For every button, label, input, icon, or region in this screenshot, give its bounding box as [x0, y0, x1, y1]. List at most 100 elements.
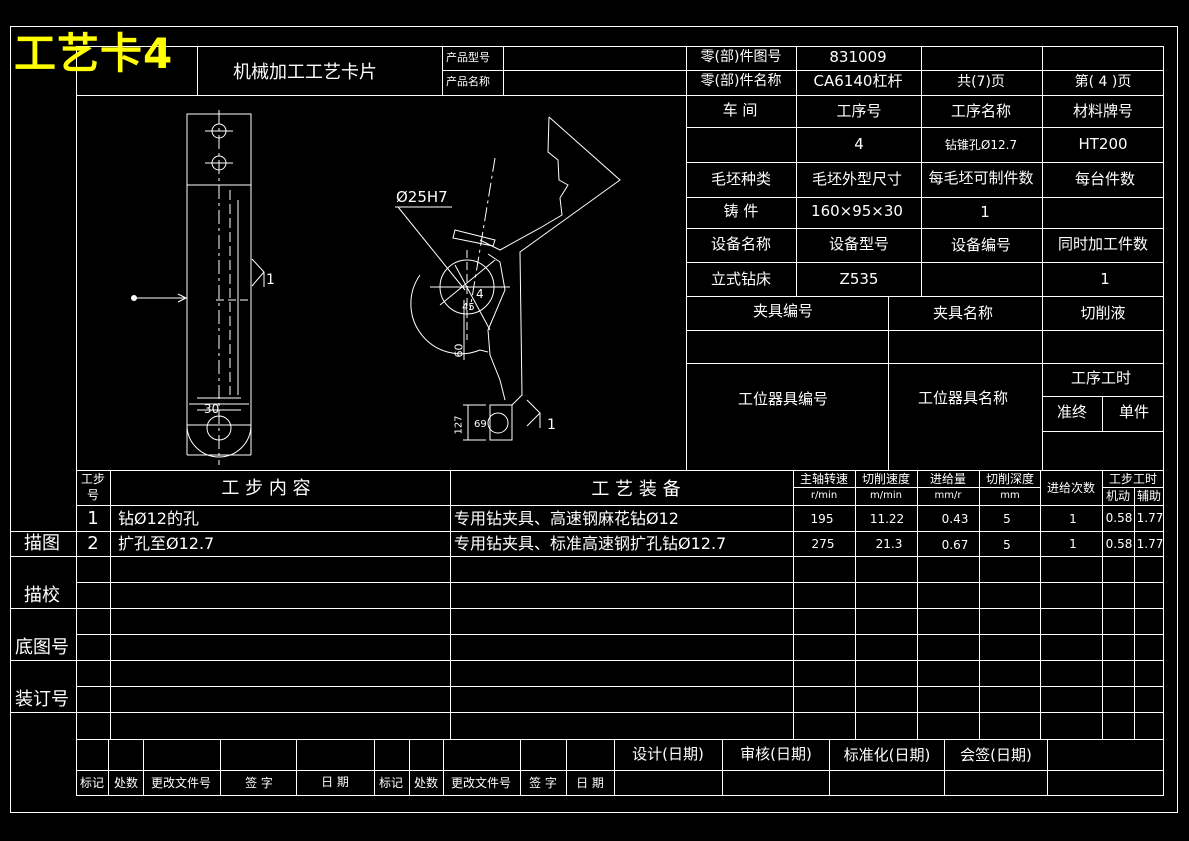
mark-label: 标记 [79, 776, 105, 790]
fixture-name-label: 夹具名称 [932, 304, 994, 322]
equipment-model: Z535 [839, 270, 879, 288]
machine-time-label: 机动 [1105, 489, 1131, 503]
product-name-label: 产品名称 [446, 75, 490, 88]
binding-no-label: 装订号 [15, 689, 69, 710]
equipment-model-label: 设备型号 [828, 235, 890, 253]
equipment-name-label: 设备名称 [710, 235, 772, 253]
date-label: 日 期 [321, 775, 349, 789]
step-time-label: 工步工时 [1108, 472, 1158, 486]
process-no-label: 工序号 [836, 102, 882, 120]
aux-time-label: 辅助 [1136, 489, 1162, 503]
step-speed: 275 [811, 537, 835, 551]
dim-60: 60 [452, 343, 466, 358]
dim-127: 127 [453, 415, 465, 435]
change-doc-label: 更改文件号 [150, 776, 212, 790]
coolant-label: 切削液 [1080, 304, 1126, 322]
change-doc-label-2: 更改文件号 [450, 776, 512, 790]
step-cut-speed: 11.22 [869, 512, 905, 526]
step-passes: 1 [1069, 537, 1077, 551]
trace-label: 描图 [24, 533, 60, 554]
per-blank-label: 每毛坯可制件数 [928, 169, 1034, 187]
date-label-2: 日 期 [576, 776, 604, 790]
blank-size-label: 毛坯外型尺寸 [811, 170, 903, 188]
station-tool-name-label: 工位器具名称 [917, 389, 1009, 407]
per-machine-label: 每台件数 [1074, 170, 1136, 188]
mark-label-2: 标记 [378, 776, 404, 790]
sign-label: 签 字 [245, 776, 273, 790]
step-depth: 5 [1003, 512, 1011, 526]
depth-unit: mm [1000, 490, 1020, 501]
passes-label: 进给次数 [1046, 481, 1096, 495]
process-no: 4 [854, 135, 864, 153]
step-content-label: 工 步 内 容 [221, 478, 311, 499]
step-no: 1 [87, 508, 99, 529]
process-name-label: 工序名称 [950, 102, 1012, 120]
step-no-label-1: 工步 [80, 472, 106, 486]
step-depth: 5 [1003, 538, 1011, 552]
dim-25h7: Ø25H7 [396, 188, 448, 206]
label-4: 4 [476, 287, 484, 301]
countersign-label: 会签(日期) [960, 746, 1032, 764]
depth-label: 切削深度 [985, 472, 1035, 486]
simultaneous-label: 同时加工件数 [1057, 235, 1149, 253]
spindle-speed-label: 主轴转速 [799, 472, 849, 486]
step-machine-time: 0.58 [1105, 537, 1133, 551]
blank-type: 铸 件 [723, 202, 759, 220]
part-name-label: 零(部)件名称 [700, 73, 782, 89]
label-45: 45 [462, 302, 475, 313]
workshop-label: 车 间 [722, 101, 758, 119]
step-aux-time: 1.77 [1136, 537, 1164, 551]
step-speed: 195 [810, 512, 834, 526]
material-label: 材料牌号 [1072, 102, 1134, 120]
check-label: 描校 [24, 585, 60, 606]
product-model-label: 产品型号 [446, 51, 490, 64]
step-aux-time: 1.77 [1136, 511, 1164, 525]
station-tool-no-label: 工位器具编号 [737, 390, 829, 408]
page-number: 第( 4 )页 [1074, 74, 1132, 90]
equipment-no-label: 设备编号 [950, 236, 1012, 254]
per-blank: 1 [980, 203, 990, 221]
base-no-label: 底图号 [15, 637, 69, 658]
step-machine-time: 0.58 [1105, 511, 1133, 525]
design-label: 设计(日期) [632, 745, 704, 763]
step-content: 钻Ø12的孔 [118, 509, 199, 528]
fixture-no-label: 夹具编号 [752, 302, 814, 320]
feed-label: 进给量 [929, 472, 967, 486]
sign-label-2: 签 字 [529, 776, 557, 790]
dim-30: 30 [204, 402, 220, 416]
feed-unit: mm/r [934, 490, 962, 501]
place-label: 处数 [113, 776, 139, 790]
front-view [395, 116, 621, 441]
card-title: 机械加工工艺卡片 [233, 62, 377, 83]
simultaneous-count: 1 [1100, 270, 1110, 288]
step-equipment-label: 工 艺 装 备 [591, 479, 681, 500]
part-drawing-no-label: 零(部)件图号 [700, 49, 782, 65]
side-view [131, 110, 265, 465]
step-no: 2 [87, 533, 99, 554]
standard-label: 标准化(日期) [843, 746, 931, 764]
blank-size: 160×95×30 [811, 202, 903, 220]
part-name: CA6140杠杆 [813, 72, 903, 90]
review-label: 审核(日期) [740, 745, 812, 763]
step-feed: 0.67 [941, 538, 969, 552]
step-content: 扩孔至Ø12.7 [118, 534, 215, 553]
step-feed: 0.43 [941, 512, 969, 526]
step-passes: 1 [1069, 512, 1077, 526]
unit-time-label: 单件 [1118, 403, 1150, 421]
step-equipment: 专用钻夹具、标准高速钢扩孔钻Ø12.7 [454, 534, 727, 553]
place-label-2: 处数 [413, 776, 439, 790]
step-equipment: 专用钻夹具、高速钢麻花钻Ø12 [454, 509, 679, 528]
total-pages: 共(7)页 [957, 74, 1005, 90]
blank-type-label: 毛坯种类 [710, 170, 772, 188]
part-drawing-no: 831009 [829, 48, 887, 66]
process-name: 钻锥孔Ø12.7 [944, 138, 1018, 152]
label-1a: 1 [266, 272, 275, 288]
step-no-label-2: 号 [86, 488, 100, 502]
dim-69: 69 [474, 419, 487, 430]
cutting-speed-label: 切削速度 [861, 472, 911, 486]
process-time-label: 工序工时 [1070, 369, 1132, 387]
prep-time-label: 准终 [1056, 403, 1088, 421]
